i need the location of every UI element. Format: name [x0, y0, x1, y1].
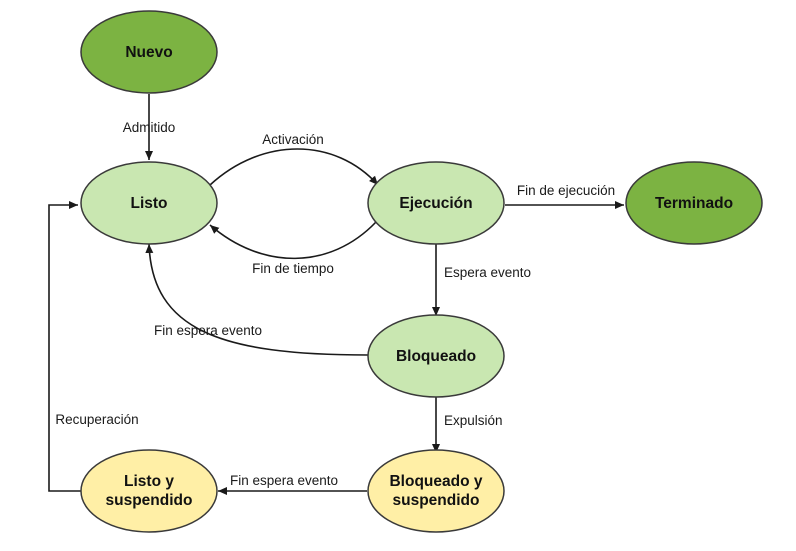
edge-activacion	[209, 148, 379, 186]
state-bloqueado-suspendido: Bloqueado y suspendido	[367, 449, 505, 533]
state-ejecucion-label: Ejecución	[399, 195, 472, 212]
state-listo-suspendido-line2: suspendido	[106, 492, 193, 509]
label-fin-espera-evento: Fin espera evento	[154, 323, 262, 338]
state-bloqueado-label: Bloqueado	[396, 348, 476, 365]
label-espera-evento: Espera evento	[444, 265, 531, 280]
state-terminado: Terminado	[625, 161, 763, 245]
state-nuevo: Nuevo	[80, 10, 218, 94]
label-fin-de-ejecucion: Fin de ejecución	[517, 183, 615, 198]
edge-recuperacion	[48, 201, 81, 492]
label-fin-de-tiempo: Fin de tiempo	[252, 261, 334, 276]
edge-fin-tiempo	[209, 221, 377, 260]
state-listo: Listo	[80, 161, 218, 245]
label-admitido: Admitido	[123, 120, 176, 135]
state-listo-label: Listo	[130, 195, 167, 212]
state-ejecucion: Ejecución	[367, 161, 505, 245]
state-bloqueado-suspendido-line1: Bloqueado y	[389, 473, 482, 490]
state-listo-suspendido: Listo y suspendido	[80, 449, 218, 533]
label-activacion: Activación	[262, 132, 324, 147]
state-nuevo-label: Nuevo	[125, 44, 172, 61]
state-listo-suspendido-line1: Listo y	[124, 473, 174, 490]
label-expulsion: Expulsión	[444, 413, 503, 428]
label-recuperacion: Recuperación	[55, 412, 138, 427]
state-bloqueado-suspendido-line2: suspendido	[393, 492, 480, 509]
state-bloqueado: Bloqueado	[367, 314, 505, 398]
label-fin-espera-evento-suspendido: Fin espera evento	[230, 473, 338, 488]
edge-fin-espera-evento	[145, 243, 369, 356]
state-terminado-label: Terminado	[655, 195, 733, 212]
